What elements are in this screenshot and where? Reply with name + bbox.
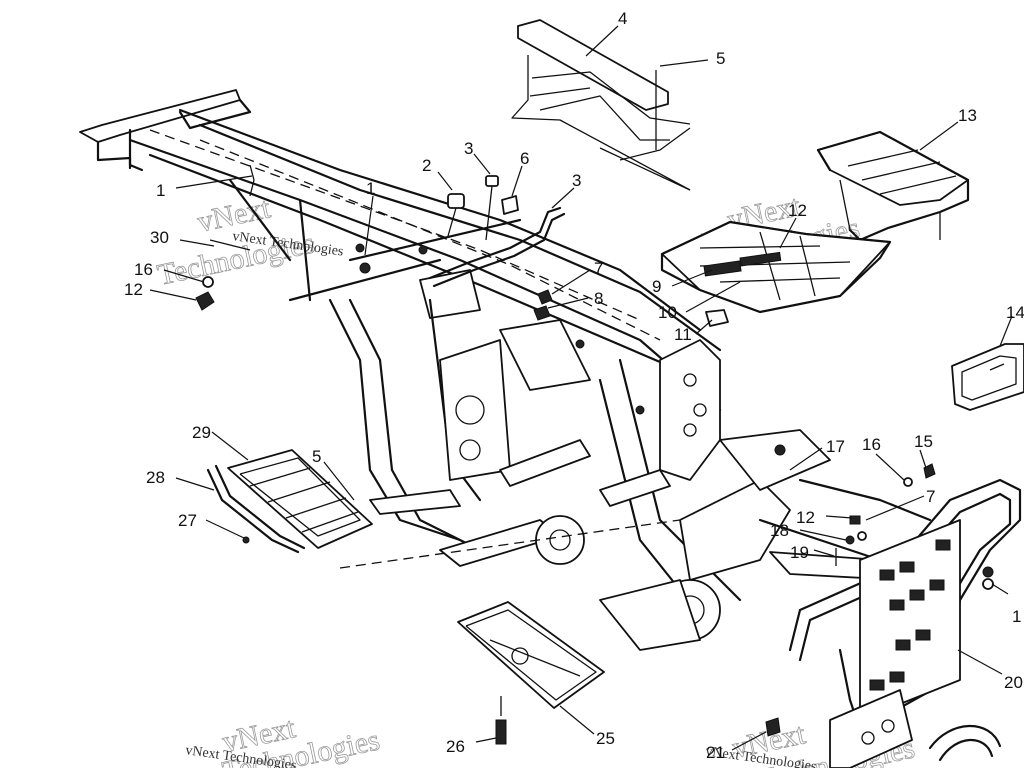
- fastener-parts: [195, 164, 994, 745]
- callout-label: 16: [134, 260, 153, 279]
- skid-plate-part: [457, 601, 605, 709]
- callout-label: 1: [366, 179, 375, 198]
- callout-label: 17: [826, 437, 845, 456]
- callout-label: 1: [156, 181, 165, 200]
- callout-label: 3: [572, 171, 581, 190]
- callout-label: 5: [716, 49, 725, 68]
- callout-label: 11: [674, 325, 692, 344]
- tail-light-part: [951, 343, 1024, 411]
- callout-label: 1: [1012, 607, 1021, 626]
- callout-label: 19: [790, 543, 809, 562]
- callout-label: 13: [958, 106, 977, 125]
- callout-label: 16: [862, 435, 881, 454]
- callout-label: 15: [914, 432, 933, 451]
- callout-label: 25: [596, 729, 615, 748]
- callout-label: 20: [1004, 673, 1023, 692]
- bent-rod-part: [428, 206, 566, 288]
- callout-label: 10: [658, 303, 677, 322]
- callout-label: 29: [192, 423, 211, 442]
- callout-label: 18: [770, 521, 789, 540]
- callout-label: 5: [312, 447, 321, 466]
- callout-label: 12: [796, 508, 815, 527]
- callout-label: 6: [520, 149, 529, 168]
- callout-label: 26: [446, 737, 465, 756]
- callout-label: 9: [652, 277, 661, 296]
- left-footrest-part: [206, 449, 681, 569]
- rear-rack-tray-part: [660, 220, 892, 327]
- leader-lines: [149, 25, 1013, 751]
- callout-label: 21: [706, 743, 725, 762]
- callout-label: 30: [150, 228, 169, 247]
- callout-label: 4: [618, 9, 627, 28]
- callout-label: 7: [926, 487, 935, 506]
- callout-label: 12: [124, 280, 143, 299]
- main-frame: [79, 89, 932, 651]
- rear-rack-part: [816, 130, 970, 242]
- callout-label: 8: [594, 289, 603, 308]
- callout-label: 2: [422, 156, 431, 175]
- callout-label: 28: [146, 468, 165, 487]
- brush-guard-part: [788, 478, 1022, 768]
- callout-label: 3: [464, 139, 473, 158]
- callout-label: 7: [594, 259, 603, 278]
- callout-label: 14: [1006, 303, 1024, 322]
- callout-label: 12: [788, 201, 807, 220]
- callout-label: 27: [178, 511, 197, 530]
- seat-bracket-part: [511, 19, 691, 191]
- callout-labels: 4 5 13 12 2 3 1 6 3 1 30 16 12 7 8 9 10 …: [124, 9, 1024, 762]
